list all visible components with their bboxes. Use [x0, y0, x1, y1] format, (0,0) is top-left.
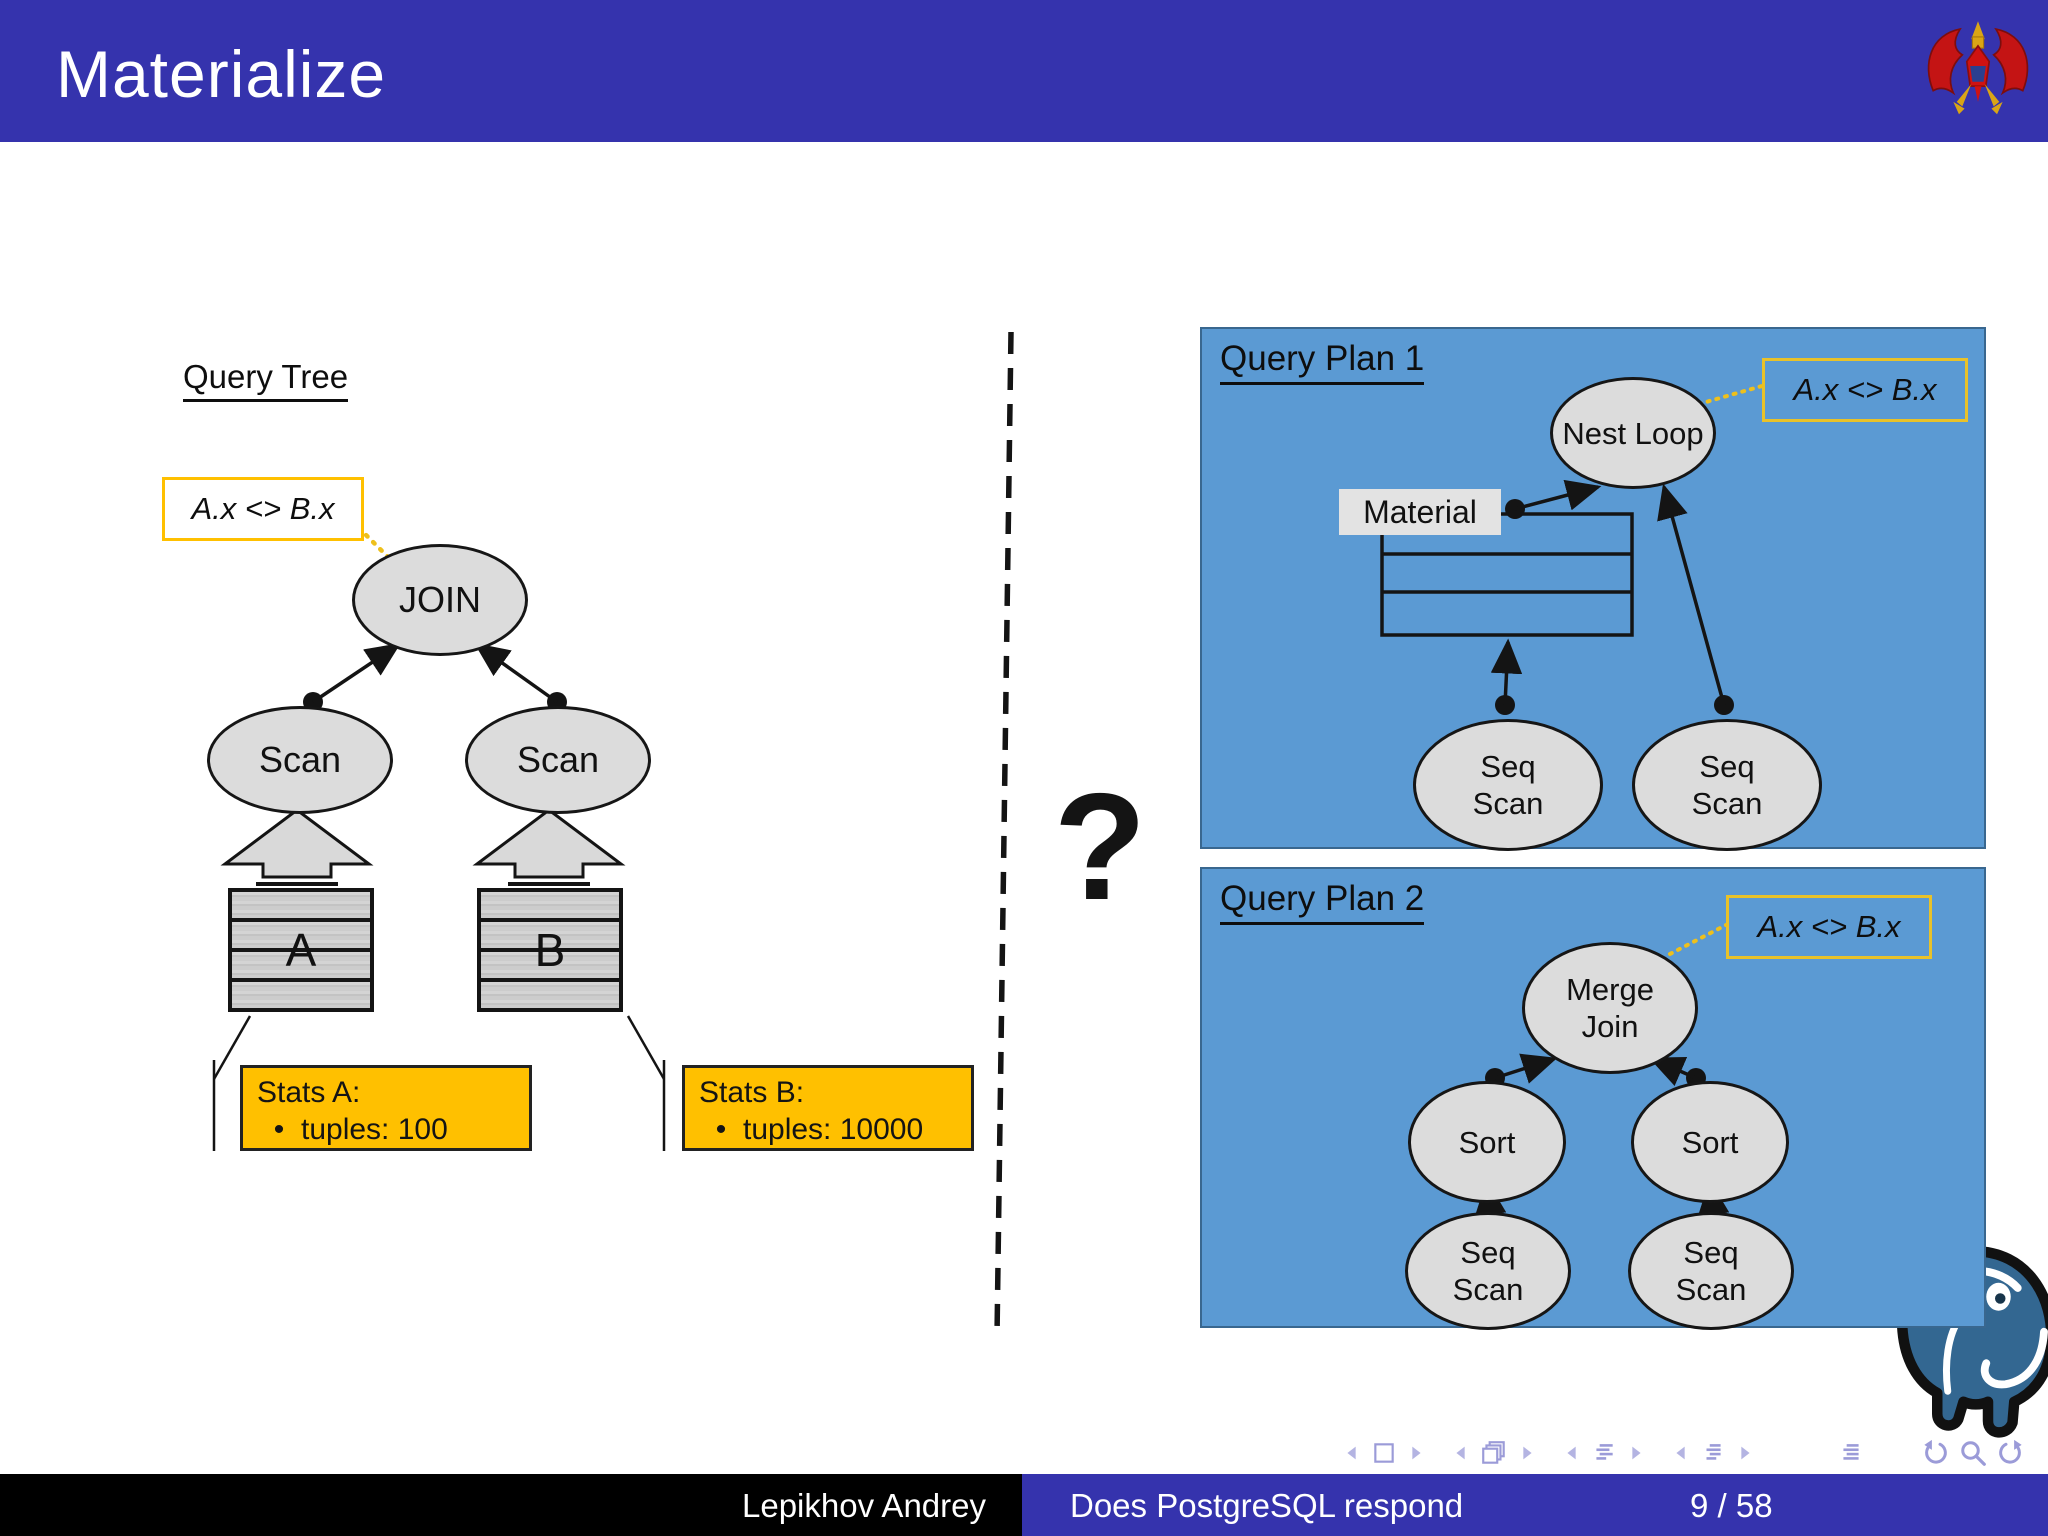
appendix-list-icon[interactable]: [1838, 1440, 1864, 1466]
block-arrow-up: [472, 808, 626, 893]
query-plan-1-panel: Query Plan 1 A.x <> B.x Nest Loop Materi…: [1200, 327, 1986, 851]
seq-scan-node-left: Seq Scan: [1413, 719, 1603, 851]
footer-short-title: Does PostgreSQL respond: [1070, 1487, 1464, 1524]
slide-icon[interactable]: [1371, 1440, 1397, 1466]
seq-scan-node-right: Seq Scan: [1628, 1212, 1794, 1330]
next-slide-icon[interactable]: [1405, 1440, 1427, 1466]
undo-icon[interactable]: [1920, 1438, 1950, 1468]
table-a: A: [228, 888, 374, 1012]
page-title: Materialize: [56, 37, 387, 111]
table-a-row: [232, 978, 370, 1008]
frames-icon[interactable]: [1480, 1439, 1508, 1467]
seq-scan-line: Seq: [1480, 749, 1536, 784]
prev-slide-icon[interactable]: [1341, 1440, 1363, 1466]
nest-loop-node: Nest Loop: [1550, 377, 1716, 489]
bullet-icon: •: [273, 1113, 285, 1146]
seq-scan-node-right: Seq Scan: [1632, 719, 1822, 851]
prev-subsection-icon[interactable]: [1561, 1440, 1583, 1466]
garuda-emblem-icon: [1927, 21, 2029, 115]
stats-a-box: Stats A: • tuples: 100: [240, 1065, 532, 1151]
stats-a-item: tuples: 100: [301, 1113, 448, 1146]
divider-dashed-line: [994, 331, 1014, 1337]
query-plan-1-heading: Query Plan 1: [1220, 339, 1425, 385]
bullet-icon: •: [715, 1113, 727, 1146]
section-list-icon[interactable]: [1700, 1440, 1726, 1466]
next-subsection-icon[interactable]: [1625, 1440, 1647, 1466]
seq-scan-line: Scan: [1691, 786, 1763, 821]
table-a-row: [232, 892, 370, 918]
block-arrow-up: [220, 808, 374, 893]
seq-scan-line: Seq: [1699, 749, 1755, 784]
plan2-connectors: [1474, 923, 1730, 1219]
seq-scan-node-left: Seq Scan: [1405, 1212, 1571, 1330]
table-b-row: [481, 948, 619, 978]
table-a-row: [232, 948, 370, 978]
stats-a-title: Stats A:: [257, 1076, 361, 1109]
subsection-list-icon[interactable]: [1591, 1440, 1617, 1466]
plan2-condition-box: A.x <> B.x: [1726, 895, 1932, 959]
condition-connector: [356, 525, 400, 569]
query-plan-2-panel: Query Plan 2 A.x <> B.x Merge Join Sort …: [1200, 867, 1986, 1330]
plan1-condition-box: A.x <> B.x: [1762, 358, 1968, 422]
footer-author: Lepikhov Andrey: [741, 1487, 986, 1524]
condition-connector: [1668, 923, 1728, 956]
table-b-row: [481, 978, 619, 1008]
sort-node-left: Sort: [1408, 1081, 1566, 1203]
scan-node-right: Scan: [465, 706, 651, 814]
plan1-connectors: [1380, 384, 1764, 715]
table-b-row: [481, 918, 619, 948]
seq-scan-line: Seq: [1683, 1235, 1739, 1270]
prev-frame-icon[interactable]: [1450, 1440, 1472, 1466]
table-b-label: B: [534, 924, 566, 976]
join-node: JOIN: [352, 544, 528, 656]
search-icon[interactable]: [1958, 1438, 1988, 1468]
merge-join-line: Join: [1581, 1009, 1639, 1044]
footer-title-box: Does PostgreSQL respond 9 / 58: [1022, 1474, 2048, 1536]
stats-b-item: tuples: 10000: [743, 1113, 924, 1146]
seq-scan-line: Scan: [1452, 1272, 1524, 1307]
next-section-icon[interactable]: [1734, 1440, 1756, 1466]
query-tree-heading: Query Tree: [183, 358, 349, 402]
condition-connector: [1697, 384, 1764, 406]
stats-b-title: Stats B:: [699, 1076, 805, 1109]
question-mark: ?: [1053, 762, 1147, 932]
seq-scan-line: Scan: [1472, 786, 1544, 821]
material-label: Material: [1339, 489, 1501, 535]
join-condition-box: A.x <> B.x: [162, 477, 364, 541]
seq-scan-line: Seq: [1460, 1235, 1516, 1270]
slide-header: Materialize: [0, 0, 2048, 142]
query-plan-2-heading: Query Plan 2: [1220, 879, 1425, 925]
merge-join-node: Merge Join: [1522, 942, 1698, 1074]
table-a-row: [232, 918, 370, 948]
next-frame-icon[interactable]: [1516, 1440, 1538, 1466]
stats-b-box: Stats B: • tuples: 10000: [682, 1065, 974, 1151]
prev-section-icon[interactable]: [1670, 1440, 1692, 1466]
table-a-label: A: [285, 924, 317, 976]
table-b-row: [481, 892, 619, 918]
beamer-navigation-bar: [1337, 1436, 2030, 1470]
sort-node-right: Sort: [1631, 1081, 1789, 1203]
stats-callout: [212, 1015, 666, 1151]
footer-page-number: 9 / 58: [1690, 1487, 1773, 1524]
merge-join-line: Merge: [1566, 972, 1654, 1007]
seq-scan-line: Scan: [1675, 1272, 1747, 1307]
scan-node-left: Scan: [207, 706, 393, 814]
table-b: B: [477, 888, 623, 1012]
redo-icon[interactable]: [1996, 1438, 2026, 1468]
footer-author-box: Lepikhov Andrey: [0, 1474, 1022, 1536]
